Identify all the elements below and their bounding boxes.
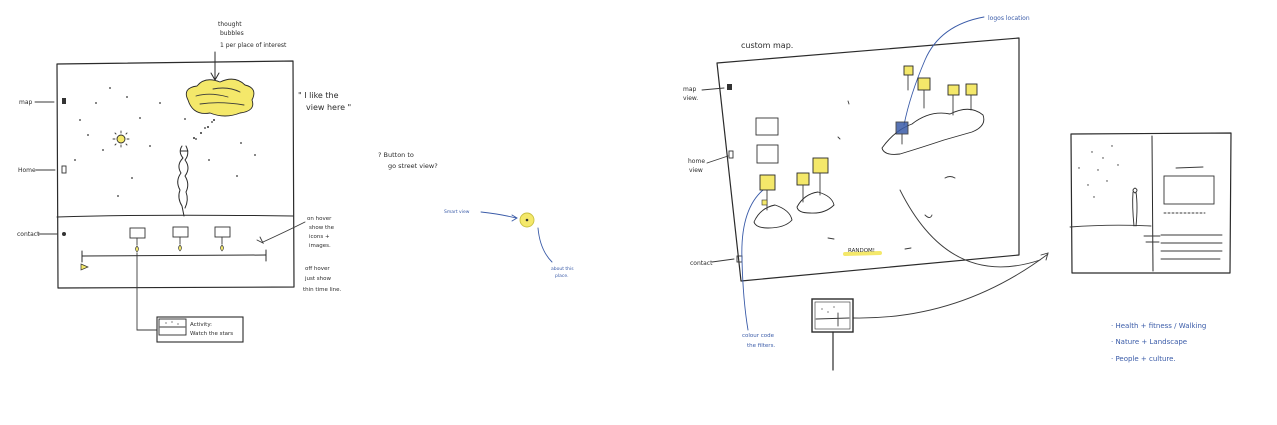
bubble-note-1: thought <box>218 21 242 28</box>
random-button-label: RANDOM! <box>848 248 875 254</box>
filters-list: · Health + fitness / Walking · Nature + … <box>1111 322 1206 363</box>
sketch-2: custom map. map view. home view contact … <box>683 15 1049 371</box>
popup-connector <box>136 252 158 331</box>
sun-icon[interactable] <box>112 130 130 148</box>
arrow-to-bubble <box>210 51 220 81</box>
map-pin[interactable] <box>903 65 914 91</box>
timeline-thumbnail[interactable] <box>214 226 231 252</box>
hover-note-4: images. <box>309 243 331 249</box>
off-hover-note-2: just show <box>304 276 332 282</box>
about-place-label-1: about this <box>551 266 574 272</box>
map-pin[interactable] <box>947 84 960 116</box>
sidebar2-map-label[interactable]: map <box>683 86 697 93</box>
map-pin[interactable] <box>796 172 810 203</box>
map-thumbnail[interactable] <box>755 117 779 136</box>
map-pin[interactable] <box>812 157 829 196</box>
color-note-line <box>741 189 764 331</box>
island-mid <box>796 191 835 214</box>
quote-line-1: " I like the <box>298 91 339 100</box>
map-pin[interactable] <box>965 83 978 111</box>
star-field-2 <box>1078 145 1119 198</box>
hover-arrow <box>256 221 306 245</box>
question-line-1: ? Button to <box>378 151 414 159</box>
panel-title-line <box>1175 166 1204 169</box>
sidebar-contact-label[interactable]: contact <box>17 231 40 238</box>
sketch-3 <box>1069 132 1232 274</box>
home-view-icon[interactable] <box>728 150 734 159</box>
thought-bubble[interactable] <box>185 78 255 139</box>
timeline[interactable] <box>80 249 267 271</box>
custom-map-title: custom map. <box>741 41 793 50</box>
sidebar2-home-arrow <box>706 155 729 164</box>
map-marks <box>827 100 956 250</box>
map-pin[interactable] <box>759 174 776 211</box>
sidebar2-contact-label[interactable]: contact <box>690 260 713 267</box>
timeline-thumbnail[interactable] <box>172 226 189 252</box>
sketch1-frame <box>56 60 295 289</box>
sidebar2-homeview-label[interactable]: view <box>689 167 703 174</box>
sketch2-frame <box>716 37 1020 282</box>
bubble-note-2: bubbles <box>220 30 244 37</box>
person-figure <box>177 145 189 217</box>
detail-arrow <box>852 252 1049 319</box>
sidebar2-contact-arrow <box>711 258 735 263</box>
map-pin[interactable] <box>917 77 931 109</box>
about-place-arrow <box>537 227 553 263</box>
map-icon[interactable] <box>62 98 66 104</box>
sidebar-map-label[interactable]: map <box>19 99 33 106</box>
home-icon[interactable] <box>61 165 67 174</box>
smart-view-arrow <box>480 211 518 222</box>
map-view-icon[interactable] <box>727 84 732 90</box>
person-figure-2 <box>1132 187 1138 227</box>
activity-popup[interactable]: Activity: Watch the stars <box>156 316 244 343</box>
small-marker[interactable] <box>761 199 768 206</box>
filter-people[interactable]: · People + culture. <box>1111 355 1176 363</box>
panel-image[interactable] <box>1163 175 1215 205</box>
island-right <box>881 108 985 155</box>
map-thumbnail[interactable] <box>756 144 779 164</box>
off-hover-note-1: off hover <box>305 266 330 272</box>
map-pin-selected[interactable] <box>895 121 909 145</box>
sketch3-horizon <box>1069 224 1152 228</box>
panel-text-lines <box>1160 234 1223 260</box>
panel-bullets <box>1143 235 1161 243</box>
hover-note-1: on hover <box>307 216 332 222</box>
island-left <box>753 204 793 229</box>
detail-arrow-2 <box>899 189 1041 268</box>
middle-notes: ? Button to go street view? Smart view a… <box>378 151 574 279</box>
sketch-1: thought bubbles 1 per place of interest … <box>17 21 351 343</box>
sidebar2-view-label[interactable]: view. <box>683 95 698 102</box>
filter-health[interactable]: · Health + fitness / Walking <box>1111 322 1206 330</box>
star-field <box>74 87 256 197</box>
sidebar2-home-label[interactable]: home <box>688 158 705 165</box>
hover-note-2: show the <box>309 225 335 231</box>
logos-note: logos location <box>988 15 1030 22</box>
sidebar-home-label[interactable]: Home <box>18 167 36 174</box>
logos-note-line <box>903 16 985 126</box>
contact-icon[interactable] <box>62 232 66 236</box>
sketch3-frame <box>1070 132 1232 274</box>
about-place-label-2: place. <box>555 273 569 279</box>
preview-thumbnail[interactable] <box>811 298 854 371</box>
activity-title: Activity: <box>190 322 212 328</box>
color-note-2: the filters. <box>747 343 775 349</box>
activity-desc: Watch the stars <box>190 331 233 337</box>
hover-note-3: icons + <box>309 234 330 240</box>
bubble-note-3: 1 per place of interest <box>220 42 287 49</box>
random-button[interactable]: RANDOM! <box>843 248 882 256</box>
quote-line-2: view here " <box>306 103 351 112</box>
panel-divider <box>1151 135 1154 272</box>
timeline-thumbnail[interactable] <box>129 227 146 253</box>
sketch1-horizon <box>56 214 294 218</box>
color-note-1: colour code <box>742 333 775 339</box>
smart-view-label: Smart view <box>444 209 470 215</box>
question-line-2: go street view? <box>388 162 438 170</box>
street-view-button[interactable] <box>519 212 535 228</box>
sidebar2-map-arrow <box>701 87 725 91</box>
off-hover-note-3: thin time line. <box>303 287 342 293</box>
filter-nature[interactable]: · Nature + Landscape <box>1111 338 1187 346</box>
